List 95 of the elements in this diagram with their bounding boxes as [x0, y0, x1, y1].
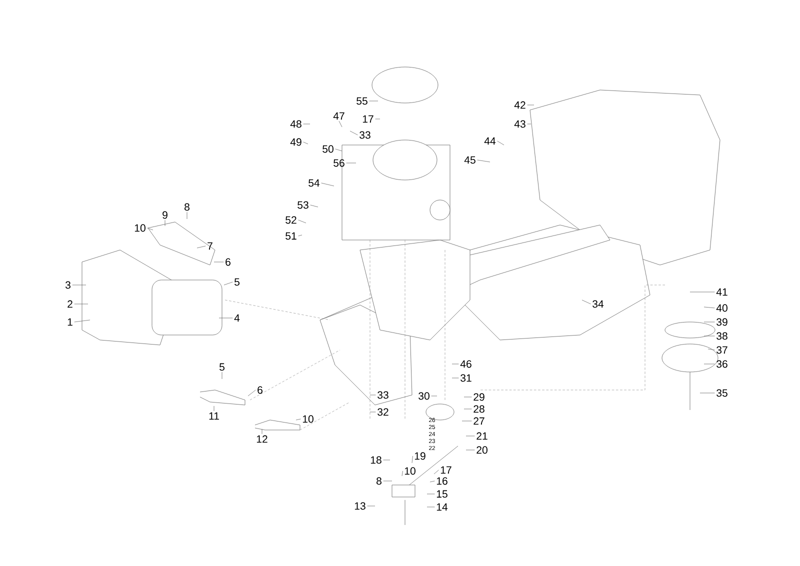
callout-number: 41 — [716, 288, 728, 296]
callout-number: 15 — [436, 490, 448, 498]
callout-number: 11 — [209, 412, 219, 420]
leader-line — [224, 282, 233, 286]
leader-line — [527, 104, 534, 106]
leader-line — [310, 204, 318, 208]
leader-line — [350, 130, 358, 136]
callout-number: 35 — [716, 389, 728, 397]
callout-number: 8 — [184, 203, 190, 211]
callout-number: 29 — [474, 393, 484, 401]
callout-number: 43 — [514, 120, 526, 128]
callout-number: 28 — [474, 405, 484, 413]
callout-number: 5 — [234, 278, 240, 286]
callout-number: 44 — [484, 137, 496, 145]
callout-number: 18 — [370, 456, 382, 464]
callout-number: 33 — [360, 131, 370, 139]
leader-line — [303, 142, 308, 144]
leader-line — [369, 100, 378, 102]
leader-line — [248, 390, 256, 396]
callout-number: 10 — [302, 415, 314, 423]
callout-number: 8 — [376, 477, 382, 485]
callout-number: 53 — [298, 201, 308, 209]
leader-line — [335, 148, 342, 152]
callout-number: 37 — [716, 346, 728, 354]
callout-number: 12 — [256, 435, 268, 443]
callout-number: 49 — [290, 138, 302, 146]
callout-number: 45 — [464, 156, 476, 164]
callout-number: 21 — [476, 432, 488, 440]
callout-number: 6 — [258, 386, 262, 394]
leader-line — [370, 394, 376, 396]
callout-number: 38 — [716, 332, 728, 340]
leader-line — [296, 418, 301, 420]
callout-number: 10 — [404, 467, 416, 475]
callout-number: 7 — [208, 242, 212, 250]
callout-number: 17 — [362, 115, 374, 123]
leader-line — [298, 220, 306, 224]
callout-number: 34 — [592, 300, 604, 308]
leader-line — [338, 120, 342, 128]
callout-number: 52 — [286, 216, 296, 224]
callout-number: 55 — [356, 97, 368, 105]
callout-number: 47 — [333, 112, 344, 120]
callout-number: 42 — [514, 101, 526, 109]
callout-number: 13 — [354, 502, 366, 510]
callout-number: 6 — [226, 258, 230, 266]
leader-line — [375, 118, 380, 120]
callout-number: 51 — [286, 232, 296, 240]
leader-line — [346, 162, 356, 164]
callout-number: 19 — [414, 452, 426, 460]
callout-number: 17 — [440, 466, 452, 474]
callout-number: 40 — [716, 304, 728, 312]
callout-number: 56 — [334, 159, 344, 167]
callout-number: 5 — [220, 363, 224, 371]
leader-line — [426, 506, 435, 508]
leader-line — [74, 320, 90, 322]
callout-number: 33 — [378, 391, 388, 399]
leader-line — [164, 220, 166, 226]
leader-line — [402, 470, 403, 476]
leader-line — [477, 160, 490, 162]
leader-line — [72, 284, 86, 286]
leader-line — [186, 212, 188, 220]
callout-number: 48 — [290, 120, 302, 128]
leader-line — [464, 408, 472, 410]
callout-number: 9 — [162, 211, 168, 219]
leader-line — [383, 480, 392, 482]
leader-line — [298, 234, 302, 236]
callout-number: 20 — [476, 446, 488, 454]
callout-number: 36 — [716, 360, 728, 368]
callout-number: 14 — [436, 503, 448, 511]
callout-number: 39 — [716, 318, 728, 326]
callout-number: 30 — [418, 392, 430, 400]
callout-number: 27 — [474, 417, 484, 425]
callout-number: 1 — [68, 318, 72, 326]
callout-number: 32 — [378, 408, 388, 416]
callout-number: 4 — [234, 314, 240, 322]
callout-number: 3 — [65, 281, 70, 289]
leader-line — [464, 396, 472, 398]
callout-number: 31 — [460, 374, 472, 382]
leader-line — [497, 140, 504, 146]
callout-number: 2 — [68, 300, 72, 308]
leader-line — [147, 228, 154, 230]
leader-line — [196, 246, 206, 248]
leader-line — [462, 420, 472, 422]
callout-number: 46 — [460, 360, 472, 368]
leader-line — [434, 470, 439, 474]
leader-line — [430, 480, 435, 482]
leader-line — [321, 182, 334, 186]
callout-number: 16 — [436, 477, 448, 485]
callout-number: 50 — [322, 145, 334, 153]
callout-number: 10 — [134, 224, 146, 232]
leader-line — [704, 306, 715, 308]
leader-line — [412, 456, 413, 464]
leader-line — [700, 392, 715, 394]
leader-line — [582, 300, 591, 304]
leader-line — [708, 348, 715, 350]
callout-number: 54 — [308, 179, 320, 187]
